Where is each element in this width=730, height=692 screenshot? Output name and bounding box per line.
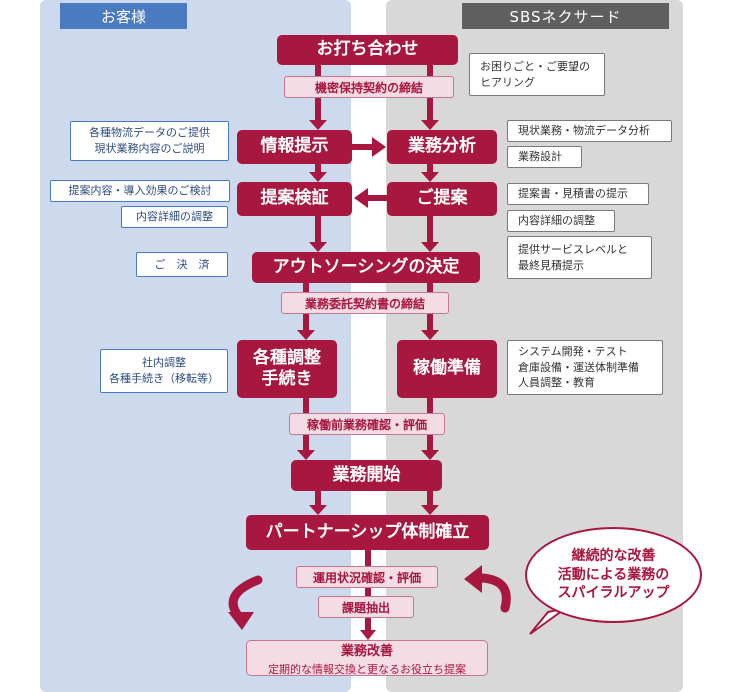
step-analysis: 業務分析 bbox=[387, 130, 497, 164]
note-adjust-line1: 社内調整 bbox=[142, 356, 186, 370]
note-prep-line3: 人員調整・教育 bbox=[518, 376, 595, 390]
note-review-detail: 内容詳細の調整 bbox=[121, 206, 228, 228]
note-analysis: 現状業務・物流データ分析 bbox=[507, 120, 672, 142]
step-info: 情報提示 bbox=[237, 130, 352, 164]
step-adjust: 各種調整 手続き bbox=[237, 340, 337, 398]
note-proposal-detail: 内容詳細の調整 bbox=[507, 210, 615, 232]
note-adjust: 社内調整 各種手続き（移転等） bbox=[100, 349, 228, 393]
step-improve: 業務改善 定期的な情報交換と更なるお役立ち提案 bbox=[246, 640, 488, 676]
note-service-line1: 提供サービスレベルと bbox=[518, 242, 628, 256]
note-info-line1: 各種物流データのご提供 bbox=[89, 126, 210, 140]
note-prep-line2: 倉庫設備・運送体制準備 bbox=[518, 360, 639, 374]
step-inquiry: お打ち合わせ bbox=[277, 35, 458, 65]
note-design: 業務設計 bbox=[507, 146, 582, 168]
step-decision: アウトソーシングの決定 bbox=[252, 252, 480, 283]
note-decision: ご 決 済 bbox=[136, 252, 228, 277]
note-prep: システム開発・テスト 倉庫設備・運送体制準備 人員調整・教育 bbox=[507, 340, 663, 395]
note-service-line2: 最終見積提示 bbox=[518, 258, 584, 272]
provider-header: SBSネクサード bbox=[462, 3, 669, 29]
note-inquiry: お困りごと・ご要望の ヒアリング bbox=[469, 53, 605, 96]
step-precheck: 稼働前業務確認・評価 bbox=[289, 413, 445, 435]
step-nda: 機密保持契約の締結 bbox=[284, 76, 454, 98]
note-info-line2: 現状業務内容のご説明 bbox=[94, 142, 205, 155]
note-inquiry-line2: ヒアリング bbox=[480, 75, 535, 89]
note-proposal: 提案書・見積書の提示 bbox=[507, 183, 649, 205]
step-improve-title: 業務改善 bbox=[340, 643, 393, 659]
bubble-line2: 活動による業務の bbox=[557, 566, 670, 583]
note-review: 提案内容・導入効果のご検討 bbox=[50, 180, 230, 202]
note-inquiry-line1: お困りごと・ご要望の bbox=[480, 59, 590, 73]
step-proposal: ご提案 bbox=[387, 182, 497, 216]
step-contract: 業務委託契約書の締結 bbox=[281, 292, 449, 314]
note-info: 各種物流データのご提供 現状業務内容のご説明 bbox=[70, 121, 229, 161]
bubble-line3: スパイラルアップ bbox=[557, 585, 670, 602]
step-ops-check: 運用状況確認・評価 bbox=[296, 566, 438, 588]
bubble-line1: 継続的な改善 bbox=[571, 547, 656, 564]
step-partnership: パートナーシップ体制確立 bbox=[246, 515, 489, 550]
customer-header: お客様 bbox=[60, 3, 187, 29]
step-prep: 稼働準備 bbox=[397, 340, 497, 398]
step-issues: 課題抽出 bbox=[318, 596, 414, 618]
step-start: 業務開始 bbox=[291, 460, 442, 491]
step-improve-sub: 定期的な情報交換と更なるお役立ち提案 bbox=[268, 662, 466, 676]
step-adjust-line1: 各種調整 bbox=[253, 347, 321, 368]
note-adjust-line2: 各種手続き（移転等） bbox=[109, 372, 219, 385]
note-prep-line1: システム開発・テスト bbox=[518, 344, 628, 358]
step-adjust-line2: 手続き bbox=[261, 369, 313, 389]
note-service: 提供サービスレベルと 最終見積提示 bbox=[507, 236, 652, 279]
spiral-up-bubble: 継続的な改善 活動による業務の スパイラルアップ bbox=[525, 527, 702, 623]
step-review: 提案検証 bbox=[237, 182, 352, 216]
